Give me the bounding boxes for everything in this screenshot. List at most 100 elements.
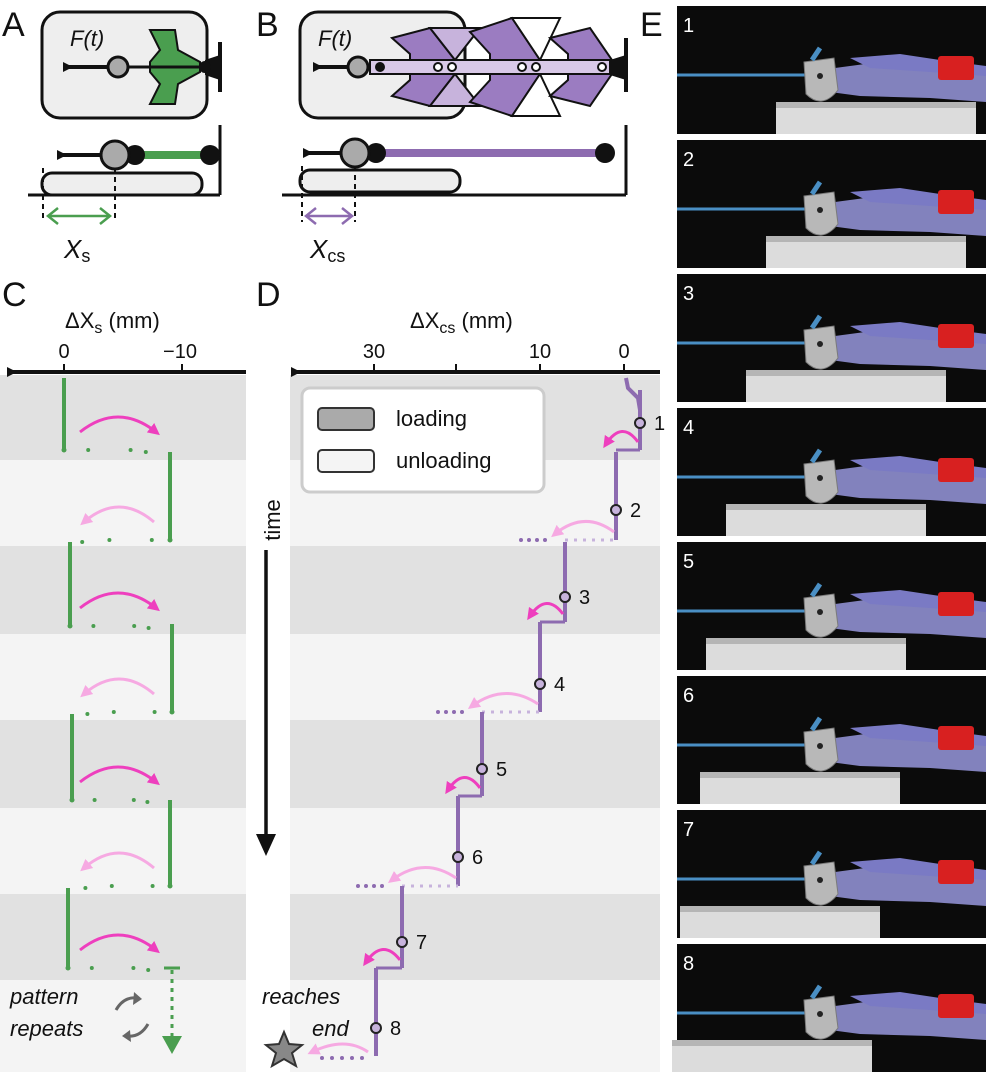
snap-arrow-c: [79, 591, 160, 612]
step-label: 4: [554, 674, 565, 696]
panel-letter-b: B: [256, 6, 279, 44]
pull-node-a: [106, 55, 130, 79]
trace-c-dot: [92, 798, 97, 802]
trace-d-dot: [356, 884, 360, 888]
panel-b: B F(t) Xcs: [256, 6, 628, 266]
base-edge: [766, 236, 966, 242]
blue-tab: [809, 716, 823, 732]
gray-head: [803, 459, 839, 504]
head-hole: [817, 207, 823, 213]
head-hole: [817, 73, 823, 79]
trace-c-dot: [143, 450, 148, 454]
band-unloading: [290, 808, 660, 894]
trace-c-dot: [109, 884, 114, 888]
trace-c-dot: [146, 968, 151, 972]
trace-d-dot: [364, 884, 368, 888]
trace-c-dot: [85, 712, 90, 716]
trace-c-dot: [169, 709, 175, 715]
band-loading: [290, 720, 660, 808]
trace-c-dot: [145, 800, 150, 804]
trace-c-dot: [61, 447, 67, 453]
base-edge: [706, 638, 906, 644]
photo-frame-number: 6: [683, 685, 694, 707]
trace-d-dot: [320, 1056, 324, 1060]
band-c: [0, 808, 246, 894]
gray-head: [803, 325, 839, 370]
band-c: [0, 894, 246, 980]
photo-frame: 5: [677, 542, 986, 670]
photo-frame-number: 3: [683, 283, 694, 305]
step-label: 3: [579, 587, 590, 609]
photo-frame-number: 8: [683, 953, 694, 975]
photo-frame-number: 4: [683, 417, 694, 439]
tick-d-0: 30: [363, 341, 385, 363]
photo-frame-number: 2: [683, 149, 694, 171]
band-loading: [290, 894, 660, 980]
band-loading: [290, 546, 660, 634]
band-unloading: [290, 634, 660, 720]
snap-arrow-c: [80, 677, 155, 698]
base-edge: [700, 772, 900, 778]
snap-arrow-d: [603, 430, 640, 449]
blue-tab: [809, 582, 823, 598]
trace-c-dot: [149, 538, 154, 542]
legend-swatch-unloading: [317, 449, 375, 473]
photo-frame-number: 5: [683, 551, 694, 573]
photo-frame-number: 7: [683, 819, 694, 841]
band-c: [0, 546, 246, 634]
blue-tab: [809, 180, 823, 196]
trace-c-dot: [167, 537, 173, 543]
base-block: [746, 374, 946, 402]
trace-d-dot: [452, 710, 456, 714]
trace-c-dot: [86, 448, 91, 452]
red-block: [938, 994, 974, 1018]
force-label-b: F(t): [318, 26, 352, 51]
legend-swatch-loading: [317, 407, 375, 431]
trace-c-dot: [128, 448, 133, 452]
trace-c-dot: [131, 798, 136, 802]
step-marker: [452, 851, 464, 863]
step-label: 1: [654, 413, 665, 435]
trace-c-dot: [146, 626, 151, 630]
head-hole: [817, 475, 823, 481]
band-c: [0, 720, 246, 808]
snap-arrow-d: [445, 776, 482, 795]
step-label: 8: [390, 1018, 401, 1040]
tick-d-1: 10: [529, 341, 551, 363]
xcs-label: Xcs: [309, 234, 345, 266]
trace-c-dot: [131, 966, 136, 970]
base-block: [672, 1044, 872, 1072]
snap-arrow-d: [387, 866, 457, 883]
trace-d-dot: [535, 538, 539, 542]
pattern-label: pattern: [9, 984, 79, 1009]
blue-tab: [809, 984, 823, 1000]
photo-frame: 8: [672, 944, 986, 1072]
band-c: [0, 460, 246, 546]
photo-frame-number: 1: [683, 15, 694, 37]
red-block: [938, 592, 974, 616]
red-block: [938, 190, 974, 214]
head-hole: [817, 609, 823, 615]
star-icon: [263, 1029, 305, 1069]
red-block: [938, 860, 974, 884]
trace-c-dot: [80, 540, 85, 544]
trace-d-dot: [340, 1056, 344, 1060]
snap-arrow-d: [307, 1042, 369, 1055]
wall-mount-a: [205, 55, 220, 80]
blue-tab: [809, 448, 823, 464]
tick-c-0: 0: [58, 341, 69, 363]
snap-arrow-d: [467, 692, 539, 709]
end-label: end: [312, 1016, 349, 1041]
red-block: [938, 56, 974, 80]
trace-c-dot: [152, 710, 157, 714]
trace-d-dot: [360, 1056, 364, 1060]
trace-c-dot: [67, 623, 73, 629]
base-block: [706, 642, 906, 670]
force-label-a: F(t): [70, 26, 104, 51]
gray-head: [803, 57, 839, 102]
base-edge: [776, 102, 976, 108]
reaches-label: reaches: [262, 984, 340, 1009]
step-marker: [396, 936, 408, 948]
